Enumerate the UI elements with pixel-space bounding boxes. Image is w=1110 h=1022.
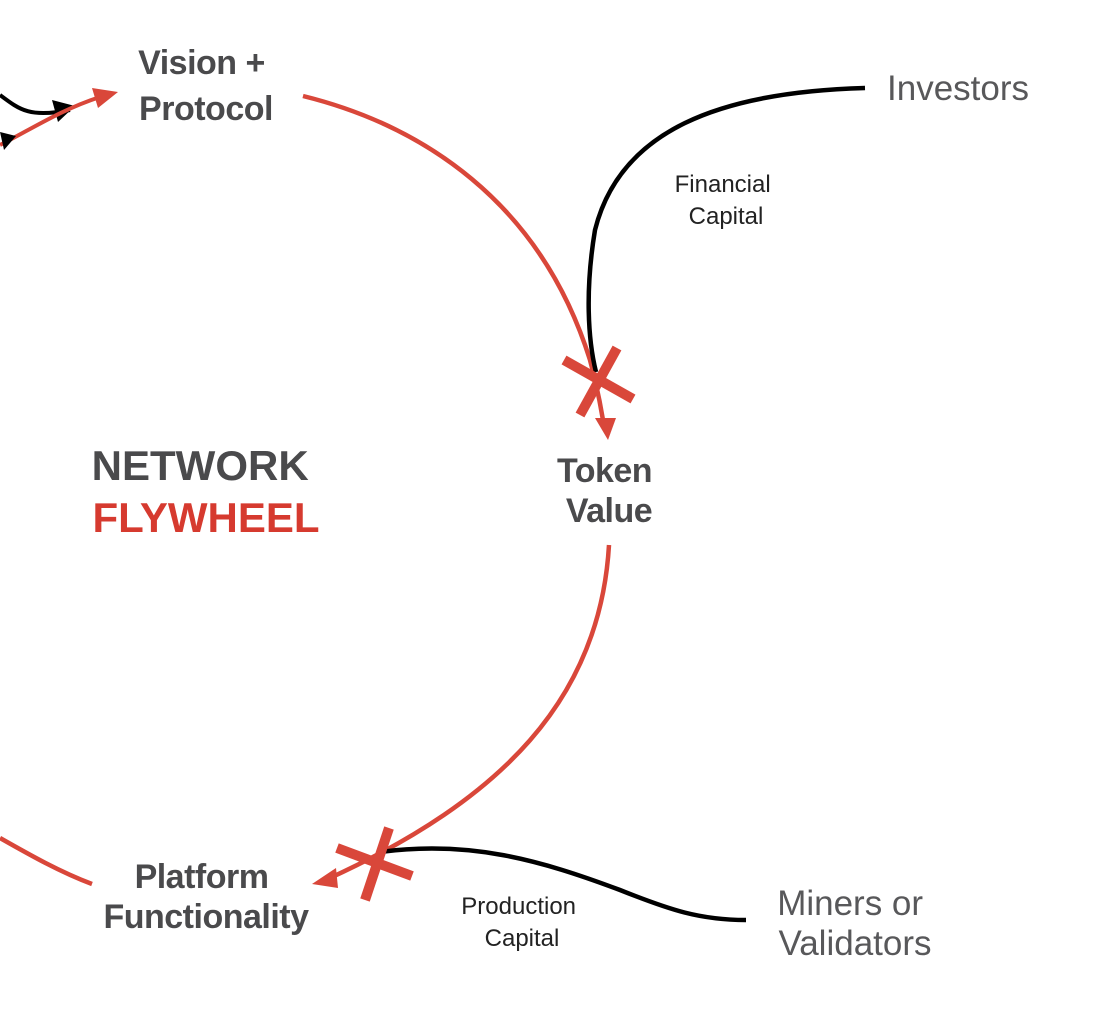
platform-line1: Platform bbox=[135, 858, 269, 896]
miners-validators-label: Miners or Validators bbox=[777, 884, 933, 963]
investors-label: Investors bbox=[887, 69, 1029, 108]
cross-platform-icon bbox=[335, 826, 414, 902]
financial-line1: Financial bbox=[675, 171, 771, 198]
platform-functionality-label: Platform Functionality bbox=[103, 858, 309, 936]
miners-line2: Validators bbox=[778, 924, 931, 963]
flywheel-arc-vision-to-token bbox=[302, 93, 606, 421]
incoming-red-arrowhead bbox=[92, 88, 118, 108]
token-line1: Token bbox=[557, 452, 652, 490]
financial-capital-label: Financial Capital bbox=[675, 171, 778, 230]
flywheel-arc-token-to-platform bbox=[329, 544, 612, 881]
financial-capital-line bbox=[586, 85, 866, 373]
flywheel-arc-platform-left bbox=[0, 836, 93, 887]
production-line2: Capital bbox=[485, 925, 560, 952]
title-flywheel: FLYWHEEL bbox=[92, 494, 319, 541]
incoming-black-arrowhead-lower bbox=[0, 132, 16, 150]
flywheel-title: NETWORK FLYWHEEL bbox=[92, 442, 321, 541]
token-arrowhead bbox=[595, 418, 616, 440]
token-line2: Value bbox=[566, 492, 652, 530]
miners-line1: Miners or bbox=[777, 884, 923, 923]
vision-protocol-label: Vision + Protocol bbox=[138, 44, 274, 128]
vision-line2: Protocol bbox=[139, 90, 273, 128]
platform-arrowhead bbox=[312, 868, 338, 888]
production-capital-label: Production Capital bbox=[461, 893, 582, 952]
token-value-label: Token Value bbox=[557, 452, 661, 530]
cross-token-icon bbox=[561, 345, 636, 418]
platform-line2: Functionality bbox=[103, 898, 309, 936]
vision-line1: Vision + bbox=[138, 44, 265, 82]
title-network: NETWORK bbox=[92, 442, 309, 489]
production-capital-line bbox=[379, 846, 747, 923]
production-line1: Production bbox=[461, 893, 576, 920]
financial-line2: Capital bbox=[689, 203, 764, 230]
